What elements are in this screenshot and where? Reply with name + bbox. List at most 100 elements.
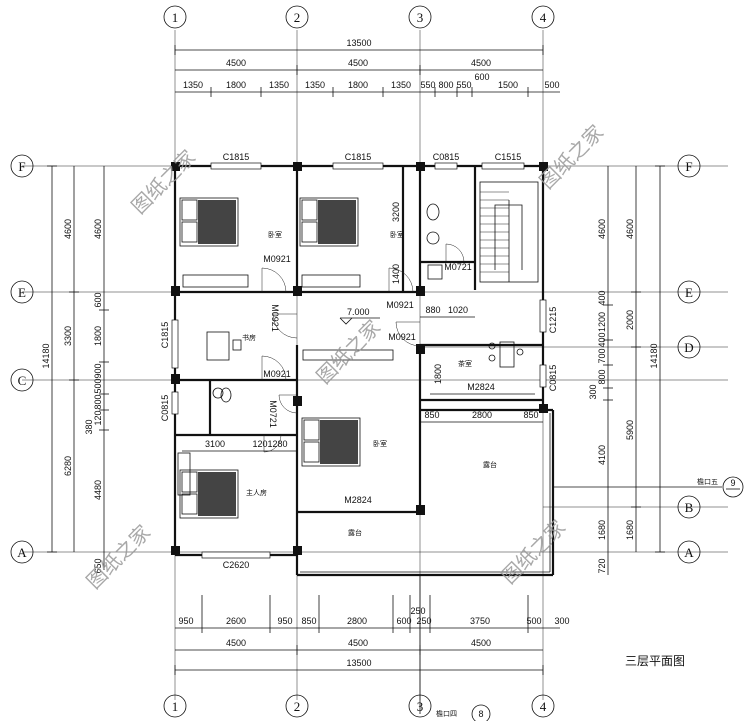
inner-dimensions: 3200 1400 880 1020 1800 3100 1201280 850… [182, 202, 543, 452]
dim-detail: 1500 [498, 80, 518, 90]
room-name: 露台 [348, 528, 362, 537]
dim-bay: 4500 [471, 58, 491, 68]
axis-label: 4 [540, 10, 547, 25]
door-label: M0721 [444, 262, 472, 272]
dim-detail: 250 [416, 616, 431, 626]
stair-icon [479, 181, 539, 283]
axis-label: A [17, 545, 27, 560]
room-name: 茶室 [458, 359, 472, 368]
inner-dim: 1800 [433, 364, 443, 384]
door-label: M2824 [344, 495, 372, 505]
dim-inner: 4600 [597, 219, 607, 239]
dim-detail: 1350 [305, 80, 325, 90]
axis-label: C [18, 373, 27, 388]
room-name: 书房 [242, 333, 256, 342]
inner-dim: 1201280 [252, 439, 287, 449]
dim-extra: 600 [474, 72, 489, 82]
dim-inner: 650 [93, 558, 103, 573]
dim-detail: 1350 [183, 80, 203, 90]
door-label: M0921 [263, 369, 291, 379]
dim-detail: 300 [554, 616, 569, 626]
dim-inner: 900 [93, 363, 103, 378]
door-label: M0921 [263, 254, 291, 264]
axis-label: A [684, 545, 694, 560]
inner-dim: 1400 [391, 264, 401, 284]
axis-bubbles-bottom: 1 2 3 4 [163, 694, 555, 718]
window-label: C1515 [495, 152, 522, 162]
axis-label: B [685, 500, 694, 515]
bed-icon [301, 417, 361, 467]
dim-detail: 500 [544, 80, 559, 90]
window-label: C1215 [548, 307, 558, 334]
dim-total: 14180 [649, 343, 659, 368]
dim-inner: 300 [588, 384, 598, 399]
axis-label: F [685, 159, 692, 174]
door-label: M0721 [268, 400, 278, 428]
room-name: 卧室 [268, 230, 282, 239]
dim-outer: 3300 [63, 326, 73, 346]
inner-dim: 1020 [448, 305, 468, 315]
dim-inner: 800 [597, 369, 607, 384]
eave-number: 9 [730, 478, 735, 488]
dim-inner: 400 [597, 332, 607, 347]
dim-detail: 2600 [226, 616, 246, 626]
dim-extra: 250 [410, 606, 425, 616]
dim-detail: 600 [396, 616, 411, 626]
drawing-title: 三层平面图 [625, 654, 685, 668]
dimensions-left: 14180 4600 3300 6280 4600 600 1800 900 5… [41, 165, 109, 574]
eave-label: 檐口五 [697, 477, 718, 486]
level-value: 7.000 [347, 307, 370, 317]
dim-outer: 4600 [63, 219, 73, 239]
inner-dim: 3100 [205, 439, 225, 449]
door-label: M2824 [467, 382, 495, 392]
door-label: M0921 [388, 332, 416, 342]
dim-inner: 120 [93, 410, 103, 425]
dim-bay: 4500 [348, 58, 368, 68]
watermarks: 图纸之家 图纸之家 图纸之家 图纸之家 图纸之家 [82, 120, 609, 594]
watermark-text: 图纸之家 [127, 145, 201, 219]
dim-total: 13500 [346, 658, 371, 668]
dim-detail: 1350 [269, 80, 289, 90]
axis-label: 1 [172, 10, 179, 25]
bed-icon [179, 197, 239, 247]
dim-inner: 1200 [597, 312, 607, 332]
eave-number: 8 [478, 709, 483, 719]
watermark-text: 图纸之家 [312, 315, 386, 389]
dim-inner: 4100 [597, 445, 607, 465]
dim-inner: 1680 [597, 520, 607, 540]
window-label: C0815 [433, 152, 460, 162]
axis-bubbles-left: F E C A [10, 154, 34, 564]
dim-inner: 4600 [93, 219, 103, 239]
dim-outer: 6280 [63, 456, 73, 476]
furniture [177, 181, 539, 519]
watermark-text: 图纸之家 [535, 120, 609, 194]
dim-inner: 1800 [93, 326, 103, 346]
dim-inner: 600 [93, 292, 103, 307]
inner-dim: 850 [523, 410, 538, 420]
dim-detail: 800 [438, 80, 453, 90]
dim-inner: 720 [597, 558, 607, 573]
axis-label: 2 [294, 10, 301, 25]
dim-total: 13500 [346, 38, 371, 48]
dim-detail: 1800 [226, 80, 246, 90]
dim-total: 14180 [41, 343, 51, 368]
opening-labels: C1815 C1815 C0815 C1515 C1815 C0815 C121… [160, 152, 558, 570]
bed-icon [299, 197, 359, 247]
dim-inner: 400 [597, 290, 607, 305]
door-label: M0921 [386, 300, 414, 310]
dim-bay: 4500 [471, 638, 491, 648]
bed-icon [179, 469, 239, 519]
dim-detail: 550 [420, 80, 435, 90]
dim-detail: 2800 [347, 616, 367, 626]
axis-bubbles-top: 1 2 3 4 [163, 5, 555, 29]
dim-detail: 950 [277, 616, 292, 626]
door-label: M0921 [270, 304, 280, 332]
axis-label: 3 [417, 10, 424, 25]
window-label: C0815 [160, 395, 170, 422]
room-name: 卧室 [373, 439, 387, 448]
dim-detail: 550 [456, 80, 471, 90]
dim-detail: 3750 [470, 616, 490, 626]
room-name: 卧室 [390, 230, 404, 239]
dim-outer: 1680 [625, 520, 635, 540]
